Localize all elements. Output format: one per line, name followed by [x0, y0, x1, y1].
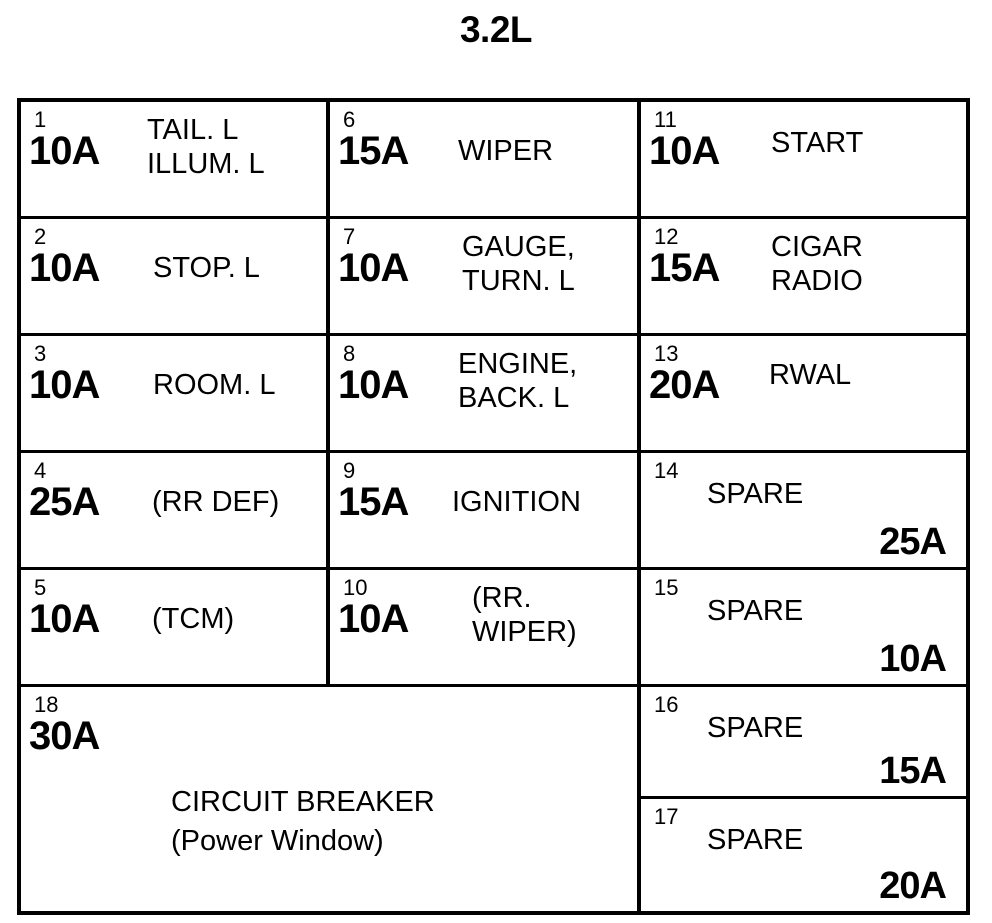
fuse-cell-7[interactable]: 7 10A GAUGE, TURN. L: [330, 219, 641, 336]
fuse-label: CIGAR RADIO: [771, 231, 863, 297]
fuse-amperage: 25A: [29, 480, 100, 524]
fuse-amperage: 10A: [338, 363, 409, 407]
fuse-label: STOP. L: [153, 252, 260, 284]
fuse-cell-1[interactable]: 1 10A TAIL. L ILLUM. L: [21, 102, 330, 219]
fuse-number: 6: [343, 107, 356, 132]
fuse-cell-2[interactable]: 2 10A STOP. L: [21, 219, 330, 336]
fuse-amperage: 10A: [29, 363, 100, 407]
fuse-amperage: 10A: [338, 597, 409, 641]
fuse-number: 16: [654, 692, 679, 717]
fuse-number: 17: [654, 804, 679, 829]
fuse-label: START: [771, 127, 864, 159]
fuse-amperage: 10A: [29, 246, 100, 290]
fuse-label: ENGINE, BACK. L: [458, 348, 578, 414]
fuse-amperage: 10A: [29, 597, 100, 641]
page-title: 3.2L: [459, 9, 533, 50]
fuse-cell-6[interactable]: 6 15A WIPER: [330, 102, 641, 219]
fuse-amperage: 10A: [649, 129, 720, 173]
fuse-amperage: 25A: [879, 521, 947, 563]
fuse-number: 2: [34, 224, 47, 249]
fuse-cell-9[interactable]: 9 15A IGNITION: [330, 453, 641, 570]
fuse-amperage: 10A: [29, 129, 100, 173]
fuse-amperage: 15A: [338, 480, 409, 524]
fuse-number: 12: [654, 224, 679, 249]
fuse-cell-10[interactable]: 10 10A (RR. WIPER): [330, 570, 641, 687]
fuse-label: RWAL: [769, 359, 852, 391]
fuse-number: 13: [654, 341, 679, 366]
fuse-amperage: 10A: [338, 246, 409, 290]
fuse-cell-12[interactable]: 12 15A CIGAR RADIO: [641, 219, 966, 336]
fuse-number: 8: [343, 341, 356, 366]
fuse-box-grid: 1 10A TAIL. L ILLUM. L 2 10A STOP. L 3 1…: [17, 98, 970, 915]
fuse-number: 14: [654, 458, 679, 483]
fuse-amperage: 15A: [338, 129, 409, 173]
fuse-number: 11: [654, 107, 677, 132]
fuse-label: TAIL. L ILLUM. L: [147, 114, 265, 180]
fuse-number: 18: [34, 692, 59, 717]
fuse-amperage: 20A: [879, 865, 947, 907]
fuse-cell-8[interactable]: 8 10A ENGINE, BACK. L: [330, 336, 641, 453]
fuse-cell-3[interactable]: 3 10A ROOM. L: [21, 336, 330, 453]
fuse-label: (RR. WIPER): [472, 582, 577, 648]
fuse-number: 3: [34, 341, 47, 366]
fuse-cell-17[interactable]: 17 SPARE 20A: [641, 799, 966, 911]
fuse-amperage: 30A: [29, 714, 100, 758]
fuse-spare-label: SPARE: [707, 595, 804, 627]
fuse-number: 9: [343, 458, 356, 483]
circuit-breaker-caption: CIRCUIT BREAKER (Power Window): [171, 786, 435, 857]
fuse-amperage: 15A: [649, 246, 720, 290]
fuse-cell-15[interactable]: 15 SPARE 10A: [641, 570, 966, 687]
fuse-number: 15: [654, 575, 679, 600]
fuse-number: 1: [34, 107, 47, 132]
fuse-cell-11[interactable]: 11 10A START: [641, 102, 966, 219]
fuse-label: (RR DEF): [152, 486, 280, 518]
fuse-number: 10: [343, 575, 368, 600]
fuse-spare-label: SPARE: [707, 712, 804, 744]
fuse-cell-14[interactable]: 14 SPARE 25A: [641, 453, 966, 570]
fuse-number: 7: [343, 224, 356, 249]
fuse-cell-16[interactable]: 16 SPARE 15A: [641, 687, 966, 799]
circuit-breaker-cell-18[interactable]: 18 30A CIRCUIT BREAKER (Power Window): [21, 687, 641, 911]
fuse-label: GAUGE, TURN. L: [462, 231, 575, 297]
fuse-spare-label: SPARE: [707, 478, 804, 510]
fuse-label: ROOM. L: [153, 369, 276, 401]
fuse-label: (TCM): [152, 603, 235, 635]
fuse-number: 5: [34, 575, 47, 600]
fuse-amperage: 20A: [649, 363, 720, 407]
fuse-label: WIPER: [458, 135, 554, 167]
fuse-label: IGNITION: [452, 486, 581, 518]
fuse-cell-5[interactable]: 5 10A (TCM): [21, 570, 330, 687]
fuse-spare-label: SPARE: [707, 824, 804, 856]
fuse-amperage: 15A: [879, 750, 947, 792]
fuse-number: 4: [34, 458, 47, 483]
fuse-cell-13[interactable]: 13 20A RWAL: [641, 336, 966, 453]
fuse-cell-4[interactable]: 4 25A (RR DEF): [21, 453, 330, 570]
fuse-amperage: 10A: [879, 638, 947, 680]
